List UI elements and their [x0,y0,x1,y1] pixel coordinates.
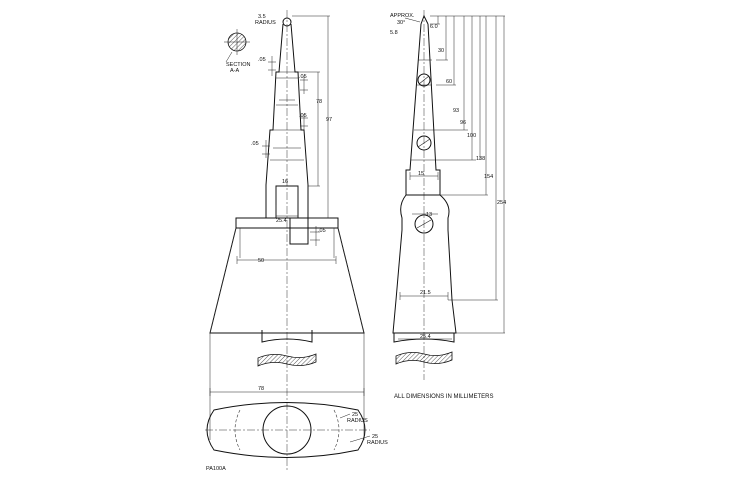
width-15-value: 15 [418,171,424,177]
width-13-value: 13 [426,212,432,218]
width-25-4-value: 25.4 [276,218,287,224]
units-note: ALL DIMENSIONS IN MILLIMETERS [394,394,493,400]
dim-138-value: 138 [476,156,485,162]
dim-30-value: 30 [438,48,444,54]
width-50-value: 50 [258,258,264,264]
dim-93-value: 93 [453,108,459,114]
width-78-value: 78 [258,386,264,392]
width-21-5-value: 21.5 [420,290,431,296]
dim-100-value: 100 [467,133,476,139]
part-id: PA100A [206,466,226,472]
approx-angle: 30° [397,20,405,26]
height-78-value: 78 [316,99,322,105]
side-view-labels: APPROX. 30° 5.8 6.0 30 60 93 96 100 138 … [390,13,506,340]
radius-25-a-word: RADIUS [347,418,368,424]
section-label-2: A-A [230,68,240,74]
front-view-labels: 3.5 RADIUS .05 .05 .05 .05 .05 78 97 16 … [226,14,388,446]
radius-25-b-value: 25 [372,434,378,440]
radius-25-b-word: RADIUS [367,440,388,446]
side-view [392,10,505,380]
tip-radius-word: RADIUS [255,20,276,26]
tip-radius-value: 3.5 [258,14,266,20]
dim-60-value: 60 [446,79,452,85]
tip-5-8-value: 5.8 [390,30,398,36]
radius-25-a-value: 25 [352,412,358,418]
height-97-value: 97 [326,117,332,123]
front-height-dimensions [292,15,330,219]
width-16-value: 16 [282,179,288,185]
section-a-a-detail [224,29,250,63]
dim-96-value: 96 [460,120,466,126]
tip-6-0-value: 6.0 [430,24,438,30]
step-c-value: .05 [299,113,307,119]
step-b-value: .05 [299,74,307,80]
step-e-value: .05 [318,228,326,234]
width-25-4-side-value: 25.4 [420,334,431,340]
dim-254-value: 254 [497,200,506,206]
section-label-1: SECTION [226,62,250,68]
approx-word: APPROX. [390,13,415,19]
dim-154-value: 154 [484,174,493,180]
step-a-value: .05 [258,57,266,63]
front-view [205,10,371,470]
step-d-value: .05 [251,141,259,147]
